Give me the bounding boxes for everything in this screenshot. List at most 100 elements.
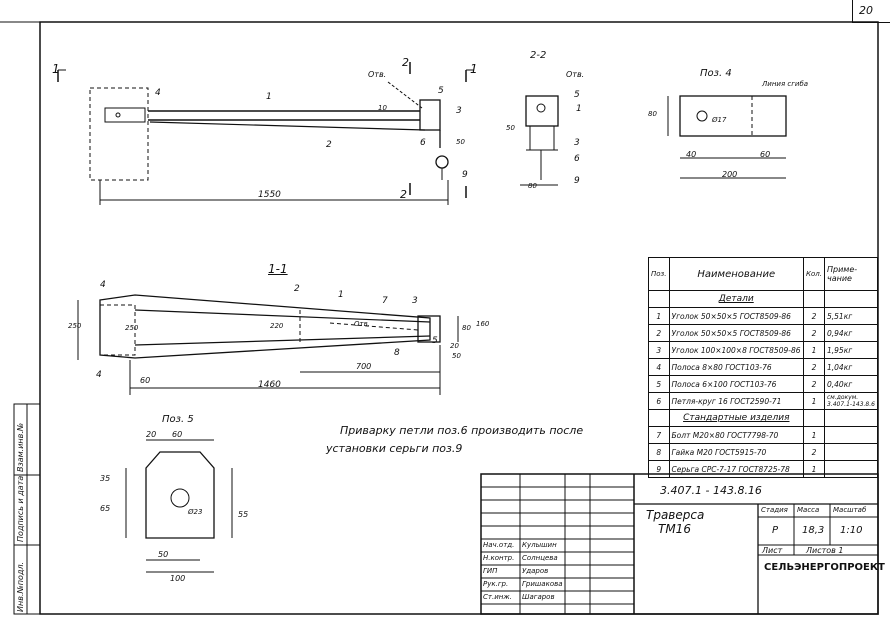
dim-2-2-50: 50	[506, 124, 515, 132]
spec-name: Уголок 50×50×5 ГОСТ8509-86	[668, 307, 805, 325]
spec-empty	[803, 290, 825, 308]
dim-top-10: 10	[378, 104, 387, 112]
spec-note: 1,04кг	[824, 358, 878, 376]
spec-name: Уголок 100×100×8 ГОСТ8509-86	[668, 341, 805, 359]
spec-name: Уголок 50×50×5 ГОСТ8509-86	[668, 324, 805, 342]
mass-value: 18,3	[802, 525, 825, 536]
pos4-hole-dia: Ø17	[712, 116, 727, 124]
dim-pos4-200: 200	[722, 170, 738, 179]
dim-v1-80: 80	[462, 324, 471, 332]
dim-v1-220: 220	[270, 322, 284, 330]
callout-9-sec: 9	[574, 176, 580, 186]
top-view	[57, 62, 474, 205]
section-mark-1-left: 1	[52, 62, 60, 76]
spec-name: Серьга СРС-7-17 ГОСТ8725-78	[668, 460, 805, 478]
hole-label-2-2: Отв.	[566, 70, 585, 79]
spec-empty	[648, 290, 670, 308]
pos4-title: Поз. 4	[700, 68, 732, 79]
callout-2-v1: 2	[294, 284, 300, 294]
organization-name: СЕЛЬЭНЕРГОПРОЕКТ	[764, 562, 885, 573]
section-mark-1-right: 1	[470, 62, 478, 76]
spec-qty: 1	[803, 426, 825, 444]
spec-qty: 1	[803, 460, 825, 478]
page-number: 20	[859, 4, 873, 17]
dim-p5-35: 35	[100, 474, 111, 483]
dim-pos4-40: 40	[686, 150, 697, 159]
spec-pos: 4	[648, 358, 670, 376]
drawing-subtitle: ТМ16	[658, 522, 691, 536]
spec-section-standard: Стандартные изделия	[668, 409, 805, 427]
dim-p5-50: 50	[158, 550, 169, 559]
dim-top-50: 50	[456, 138, 465, 146]
spec-name: Петля-круг 16 ГОСТ2590-71	[668, 392, 805, 410]
note-line2: установки серьги поз.9	[326, 442, 463, 455]
signature-role: Нач.отд.	[483, 541, 515, 549]
signature-name: Шагаров	[522, 593, 555, 601]
callout-4-v1a: 4	[100, 280, 106, 290]
spec-qty: 2	[803, 358, 825, 376]
dim-v1-250a: 250	[68, 322, 82, 330]
spec-header-qty: Кол.	[803, 257, 825, 291]
callout-3-v1: 3	[412, 296, 418, 306]
spec-pos: 8	[648, 443, 670, 461]
callout-5-top: 5	[438, 86, 444, 96]
callout-6-top: 6	[420, 138, 426, 148]
spec-section-row: Стандартные изделия	[648, 409, 878, 427]
spec-header-note: Приме- чание	[824, 257, 878, 291]
stamp-inv-replaced: Взам.инв.№	[16, 422, 25, 472]
dim-v1-60: 60	[140, 376, 151, 385]
dim-p5-100: 100	[170, 574, 186, 583]
spec-note: см.докум. 3.407.1-143.8.6	[824, 392, 878, 410]
dim-p5-55: 55	[238, 510, 249, 519]
callout-4-top: 4	[155, 88, 161, 98]
pos4-view	[667, 95, 787, 179]
signature-name: Кулышин	[522, 541, 557, 549]
spec-pos: 3	[648, 341, 670, 359]
callout-4-v1b: 4	[96, 370, 102, 380]
drawing-title: Траверса	[646, 508, 705, 522]
spec-qty: 1	[803, 392, 825, 410]
spec-name: Болт М20×80 ГОСТ7798-70	[668, 426, 805, 444]
spec-section-details: Детали	[668, 290, 805, 308]
spec-empty	[803, 409, 825, 427]
spec-note	[824, 443, 878, 461]
dim-p5-60: 60	[172, 430, 183, 439]
spec-note: 5,51кг	[824, 307, 878, 325]
page-number-box: 20	[852, 0, 890, 23]
spec-section-row: Детали	[648, 290, 878, 308]
callout-2-top: 2	[326, 140, 332, 150]
hole-label-v1: Отв.	[354, 320, 370, 328]
signature-role: ГИП	[483, 567, 498, 575]
signature-role: Рук.гр.	[483, 580, 509, 588]
signature-name: Гришакова	[522, 580, 563, 588]
spec-empty	[824, 290, 878, 308]
spec-note: 1,95кг	[824, 341, 878, 359]
spec-pos: 1	[648, 307, 670, 325]
dim-v1-20: 20	[450, 342, 459, 350]
callout-8-v1: 8	[394, 348, 400, 358]
drawing-code: 3.407.1 - 143.8.16	[660, 484, 762, 497]
bend-line-label: Линия сгиба	[762, 80, 809, 88]
spec-pos: 9	[648, 460, 670, 478]
callout-6-sec: 6	[574, 154, 580, 164]
note-line1: Приварку петли поз.6 производить после	[340, 424, 584, 437]
spec-qty: 2	[803, 307, 825, 325]
view-1-1-title: 1-1	[268, 262, 288, 276]
spec-header-pos: Поз.	[648, 257, 670, 291]
signature-role: Н.контр.	[483, 554, 515, 562]
sheets-label: Листов 1	[806, 546, 844, 555]
signature-name: Ударов	[522, 567, 549, 575]
signature-role: Ст.инж.	[483, 593, 512, 601]
spec-qty: 2	[803, 375, 825, 393]
stamp-signature-date: Подпись и дата	[16, 475, 25, 542]
spec-pos: 2	[648, 324, 670, 342]
dim-v1-700: 700	[356, 362, 372, 371]
inner-frame	[39, 21, 879, 615]
